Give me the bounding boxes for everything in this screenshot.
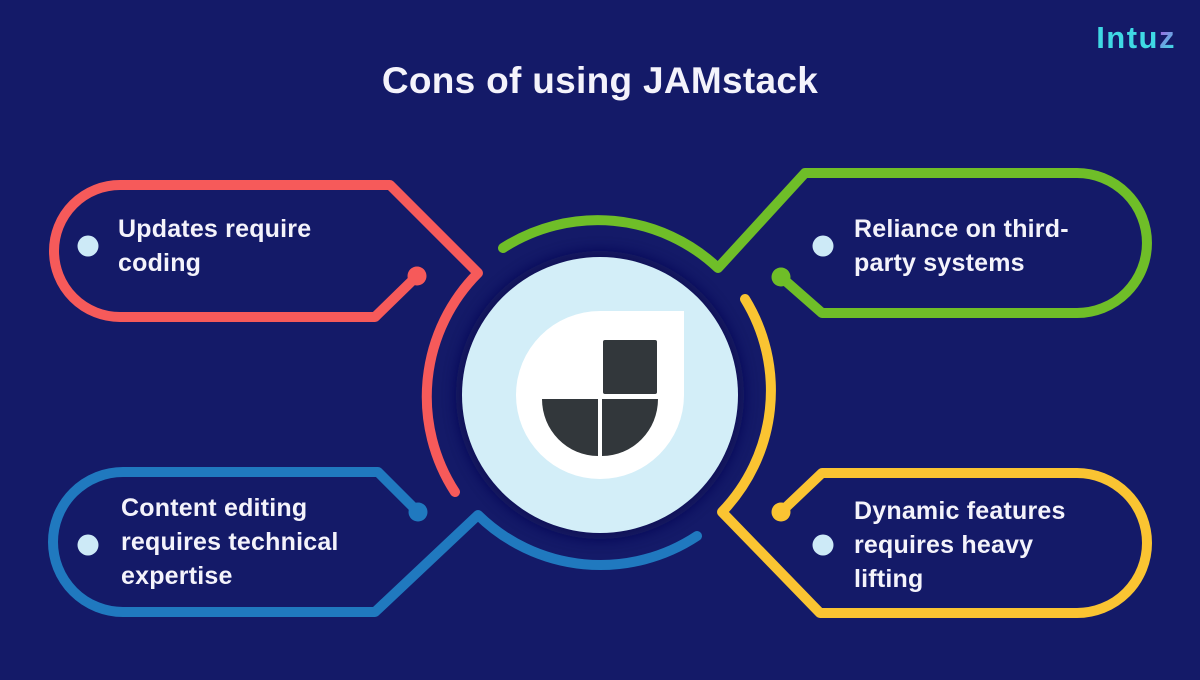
jamstack-quadrant-top-right: [603, 340, 657, 394]
callout-bullet-icon: [77, 235, 99, 257]
callout-bottom-right: [717, 294, 1152, 618]
callout-label-dynamic-features: Dynamic features requires heavy lifting: [854, 497, 1066, 593]
callout-bullet-icon: [812, 235, 834, 257]
callout-top-left: [49, 180, 483, 497]
callout-label-updates-require-coding: Updates require coding: [118, 215, 312, 277]
jamstack-quadrant-bottom-left: [542, 399, 598, 456]
callout-bullet-icon: [77, 534, 99, 556]
jamstack-icon: [462, 257, 738, 533]
green-callout-outline: [498, 168, 1152, 318]
yellow-connector-dot-icon: [771, 502, 791, 522]
jamstack-droplet: [516, 311, 684, 479]
blue-callout-outline: [48, 467, 702, 617]
intuz-logo-text: Intu: [1096, 20, 1159, 55]
intuz-logo-z: z: [1159, 20, 1176, 55]
intuz-logo: Intuz: [1096, 20, 1176, 56]
page-title: Cons of using JAMstack: [381, 60, 819, 101]
callout-bullet-icon: [812, 534, 834, 556]
red-connector-dot-icon: [407, 266, 427, 286]
blue-connector-dot-icon: [408, 502, 428, 522]
yellow-callout-outline: [717, 294, 1152, 618]
red-callout-outline: [49, 180, 483, 497]
callout-bottom-left: [48, 467, 702, 617]
green-connector-dot-icon: [771, 267, 791, 287]
callout-top-right: [498, 168, 1152, 318]
callout-label-content-editing: Content editing requires technical exper…: [121, 494, 339, 590]
jamstack-quadrant-bottom-right: [602, 399, 658, 456]
callout-label-reliance-third-party: Reliance on third- party systems: [854, 215, 1069, 277]
